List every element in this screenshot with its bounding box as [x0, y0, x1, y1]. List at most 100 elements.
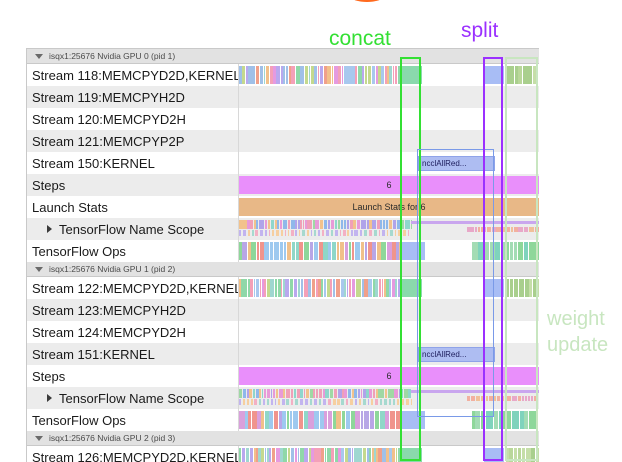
timeline-track[interactable]: Launch Stats for 6 — [238, 196, 539, 218]
steps-bar-label: 6 — [239, 176, 539, 194]
timeline-slice — [485, 242, 489, 260]
timeline-track[interactable] — [238, 446, 539, 462]
group-header[interactable]: isqx1:25676 Nvidia GPU 0 (pid 1) — [27, 49, 539, 64]
group-header[interactable]: isqx1:25676 Nvidia GPU 2 (pid 3) — [27, 431, 539, 446]
timeline-row[interactable]: Stream 118:MEMCPYD2D,KERNEL,ME — [27, 64, 539, 86]
chevron-down-icon[interactable] — [35, 436, 43, 441]
timeline-row-label-text: TensorFlow Name Scope — [59, 391, 204, 406]
timeline-slice — [248, 230, 250, 236]
timeline-row[interactable]: Stream 119:MEMCPYH2D — [27, 86, 539, 108]
timeline-row-label[interactable]: TensorFlow Ops — [27, 240, 238, 262]
chevron-right-icon[interactable] — [47, 225, 52, 233]
timeline-slice — [283, 448, 287, 462]
timeline-slice — [328, 242, 331, 260]
timeline-slice — [242, 242, 247, 260]
timeline-row-label[interactable]: TensorFlow Ops — [27, 409, 238, 431]
timeline-track[interactable] — [238, 321, 539, 343]
timeline-slice — [354, 230, 357, 236]
timeline-slice — [349, 242, 351, 260]
timeline-slice — [276, 448, 280, 462]
timeline-row[interactable]: Stream 122:MEMCPYD2D,KERNEL,MI — [27, 277, 539, 299]
chevron-down-icon[interactable] — [35, 267, 43, 272]
timeline-track[interactable] — [238, 130, 539, 152]
timeline-track[interactable] — [238, 108, 539, 130]
timeline-row[interactable]: Stream 151:KERNEL ncclAllRed... — [27, 343, 539, 365]
timeline-row[interactable]: TensorFlow Ops — [27, 409, 539, 431]
timeline-slice — [327, 66, 331, 84]
chevron-down-icon[interactable] — [35, 54, 43, 59]
timeline-slice — [268, 220, 271, 229]
launch-stats-bar[interactable]: Launch Stats for 6 — [239, 198, 539, 216]
timeline-row-label[interactable]: Stream 119:MEMCPYH2D — [27, 86, 238, 108]
timeline-row-label-text: Stream 151:KERNEL — [32, 347, 155, 362]
timeline-track[interactable] — [238, 277, 539, 299]
timeline-slice — [333, 411, 336, 429]
timeline-row-label[interactable]: Stream 151:KERNEL — [27, 343, 238, 365]
timeline-slice — [514, 242, 518, 260]
timeline-row[interactable]: TensorFlow Name Scope — [27, 387, 539, 409]
timeline-row-label[interactable]: Steps — [27, 174, 238, 196]
timeline-row[interactable]: TensorFlow Name Scope — [27, 218, 539, 240]
timeline-track[interactable] — [238, 218, 539, 240]
timeline-slice — [246, 448, 250, 462]
timeline-slice — [467, 396, 470, 401]
timeline-slice — [501, 396, 503, 401]
timeline-row-label[interactable]: Stream 121:MEMCPYP2P — [27, 130, 238, 152]
timeline-slice — [372, 220, 376, 229]
timeline-row[interactable]: Stream 123:MEMCPYH2D — [27, 299, 539, 321]
timeline-row-label[interactable]: Stream 122:MEMCPYD2D,KERNEL,MI — [27, 277, 238, 299]
timeline-row-label[interactable]: Stream 123:MEMCPYH2D — [27, 299, 238, 321]
timeline-row[interactable]: Stream 150:KERNEL ncclAllRed... — [27, 152, 539, 174]
timeline-slice — [270, 242, 273, 260]
timeline-row-label[interactable]: Steps — [27, 365, 238, 387]
timeline-row-label[interactable]: Stream 150:KERNEL — [27, 152, 238, 174]
timeline-track[interactable] — [238, 86, 539, 108]
timeline-track[interactable]: 6 — [238, 174, 539, 196]
timeline-row-label[interactable]: Stream 126:MEMCPYD2D,KERNEL,MI — [27, 446, 238, 462]
timeline-slice — [377, 242, 381, 260]
timeline-track[interactable] — [238, 240, 539, 262]
timeline-slice — [261, 220, 264, 229]
nccl-allreduce-block[interactable]: ncclAllRed... — [418, 347, 495, 362]
timeline-row-label[interactable]: Launch Stats — [27, 196, 238, 218]
timeline-row[interactable]: Stream 126:MEMCPYD2D,KERNEL,MI — [27, 446, 539, 462]
timeline-row-label[interactable]: TensorFlow Name Scope — [27, 218, 238, 240]
timeline-slice — [331, 220, 334, 229]
timeline-slice — [403, 230, 406, 236]
timeline-slice — [515, 411, 519, 429]
nccl-allreduce-block[interactable]: ncclAllRed... — [418, 156, 495, 171]
launch-stats-label: Launch Stats for 6 — [239, 198, 539, 216]
timeline-slice — [536, 448, 539, 462]
timeline-slice — [285, 230, 286, 236]
chevron-right-icon[interactable] — [47, 394, 52, 402]
steps-bar[interactable]: 6 — [239, 176, 539, 194]
timeline-row[interactable]: Stream 121:MEMCPYP2P — [27, 130, 539, 152]
timeline-track[interactable] — [238, 64, 539, 86]
timeline-row[interactable]: Stream 124:MEMCPYD2H — [27, 321, 539, 343]
timeline-track[interactable] — [238, 387, 539, 409]
timeline-slice — [283, 220, 287, 229]
timeline-track[interactable]: ncclAllRed... — [238, 152, 539, 174]
timeline-track[interactable]: ncclAllRed... — [238, 343, 539, 365]
steps-bar[interactable]: 6 — [239, 367, 539, 385]
timeline-slice — [255, 230, 258, 236]
group-header[interactable]: isqx1:25676 Nvidia GPU 1 (pid 2) — [27, 262, 539, 277]
timeline-slice — [467, 227, 470, 232]
timeline-slice — [529, 411, 535, 429]
timeline-slice — [265, 411, 269, 429]
timeline-row[interactable]: Stream 120:MEMCPYD2H — [27, 108, 539, 130]
timeline-row[interactable]: TensorFlow Ops — [27, 240, 539, 262]
timeline-track[interactable]: 6 — [238, 365, 539, 387]
timeline-slice — [243, 389, 247, 398]
timeline-row-label[interactable]: Stream 120:MEMCPYD2H — [27, 108, 238, 130]
timeline-row-label[interactable]: Stream 118:MEMCPYD2D,KERNEL,ME — [27, 64, 238, 86]
timeline-track[interactable] — [238, 409, 539, 431]
timeline-row-label[interactable]: Stream 124:MEMCPYD2H — [27, 321, 238, 343]
timeline-panel[interactable]: isqx1:25676 Nvidia GPU 0 (pid 1)Stream 1… — [26, 48, 539, 462]
timeline-track[interactable] — [238, 299, 539, 321]
timeline-slice — [286, 399, 289, 405]
timeline-row-label[interactable]: TensorFlow Name Scope — [27, 387, 238, 409]
